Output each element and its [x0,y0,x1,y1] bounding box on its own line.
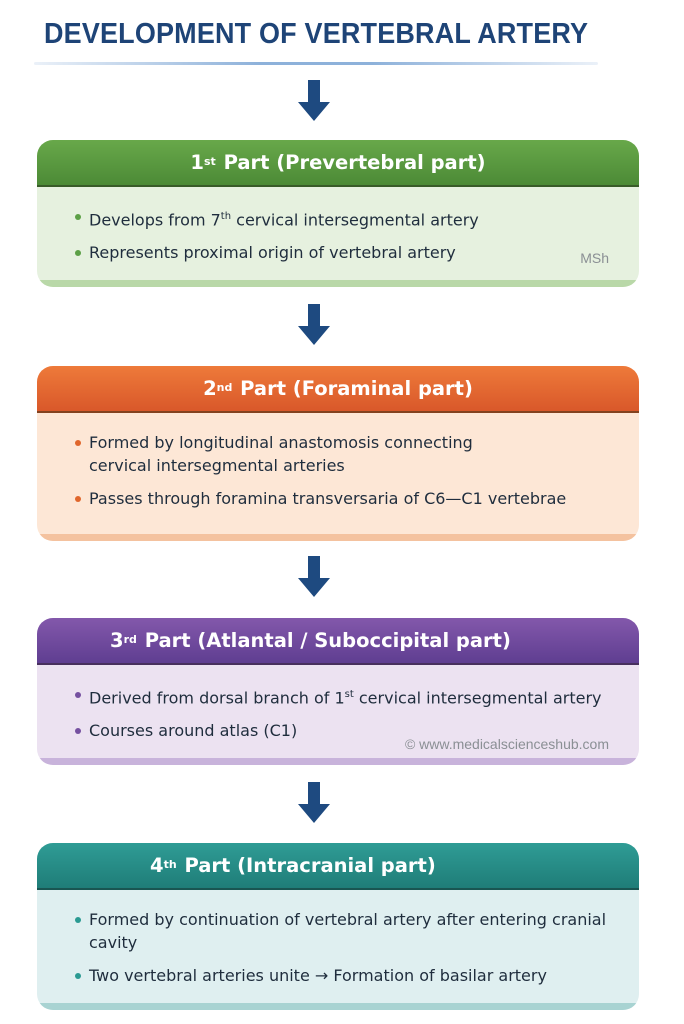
bullet-text: Two vertebral arteries unite → Formation… [89,966,547,985]
bullet-item: Two vertebral arteries unite → Formation… [75,964,609,987]
ordinal-suffix: th [163,858,177,871]
bullet-item: Formed by continuation of vertebral arte… [75,908,609,954]
bullet-sup: st [344,689,354,700]
bullet-text: Develops from 7 [89,210,221,230]
down-arrow-icon [297,782,331,824]
part-body: Derived from dorsal branch of 1st cervic… [37,665,639,742]
bullet-item: Represents proximal origin of vertebral … [75,241,619,264]
bullet-text: Passes through foramina transversaria of… [89,489,567,508]
watermark: © www.medicalscienceshub.com [404,736,609,752]
bullet-item: Derived from dorsal branch of 1st cervic… [75,683,619,709]
part-body: Formed by continuation of vertebral arte… [37,890,639,987]
card-footer-band [37,758,639,765]
ordinal-suffix: nd [216,381,233,394]
bullet-text: cervical intersegmental artery [231,210,479,230]
down-arrow-icon [297,80,331,122]
bullet-text: Derived from dorsal branch of 1 [89,688,345,708]
bullet-item: Develops from 7th cervical intersegmenta… [75,205,619,231]
part-body: Develops from 7th cervical intersegmenta… [37,187,639,264]
bullet-item: Passes through foramina transversaria of… [75,487,566,510]
bullet-text: Formed by continuation of vertebral arte… [89,910,607,952]
watermark: MSh [580,250,609,266]
heading-text: Part (Atlantal / Suboccipital part) [144,629,511,652]
heading-text: Part (Foraminal part) [240,377,473,400]
bullet-item: Formed by longitudinal anastomosis conne… [75,431,499,477]
heading-text: Part (Intracranial part) [184,854,436,877]
diagram-title: DEVELOPMENT OF VERTEBRAL ARTERY [44,18,589,50]
ordinal-suffix: rd [123,633,137,646]
part-body: Formed by longitudinal anastomosis conne… [37,413,639,510]
ordinal-suffix: st [203,155,216,168]
bullet-sup: th [220,211,232,222]
card-footer-band [37,534,639,541]
bullet-text: Formed by longitudinal anastomosis conne… [89,433,473,475]
card-footer-band [37,280,639,287]
bullet-text: Represents proximal origin of vertebral … [89,243,456,263]
ordinal-number: 4 [150,854,164,877]
down-arrow-icon [297,556,331,598]
title-underline [34,62,598,65]
bullet-text: cervical intersegmental artery [353,688,602,708]
card-footer-band [37,1003,639,1010]
bullet-item: Courses around atlas (C1) [75,719,619,742]
down-arrow-icon [297,304,331,346]
ordinal-number: 1 [190,151,204,174]
ordinal-number: 3 [110,629,124,652]
ordinal-number: 2 [203,377,217,400]
bullet-text: Courses around atlas (C1) [89,721,298,741]
heading-text: Part (Prevertebral part) [223,151,486,174]
